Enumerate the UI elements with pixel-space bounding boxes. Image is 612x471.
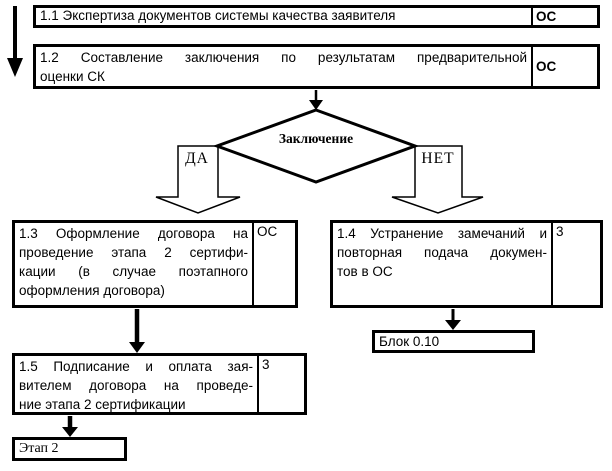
- process-box-1-1-text: 1.1 Экспертиза документов системы качест…: [40, 8, 396, 23]
- process-box-1-5: 1.5 Подписание и оплата зая- вителем дог…: [12, 353, 307, 415]
- no-block-arrow: [391, 145, 484, 214]
- process-box-1-4: 1.4 Устранение замечаний и повторная под…: [330, 220, 603, 308]
- entry-arrow-head: [7, 58, 23, 77]
- process-box-1-4-owner: 3: [551, 223, 600, 305]
- text-line: 1.4 Устранение замечаний и: [337, 226, 547, 241]
- arrow-b15-to-etap2: [62, 416, 78, 437]
- text-line: 1.5 Подписание и оплата зая-: [19, 359, 253, 374]
- process-box-1-5-owner: 3: [257, 356, 304, 412]
- process-box-1-2-owner: ОС: [531, 47, 597, 86]
- text-line: оформления договора): [19, 283, 165, 298]
- text-line: оценки СК: [40, 69, 105, 84]
- arrow-head: [309, 100, 323, 110]
- process-box-1-1-owner: ОС: [531, 8, 597, 25]
- entry-down-arrow: [7, 6, 23, 77]
- yes-block-arrow: [155, 145, 241, 214]
- decision-diamond: [212, 108, 420, 184]
- process-box-1-4-text: 1.4 Устранение замечаний и повторная под…: [333, 223, 551, 305]
- text-line: кации (в случае поэтапного: [19, 264, 248, 279]
- process-box-1-3-text: 1.3 Оформление договора на проведение эт…: [15, 223, 252, 305]
- text-line: 1.3 Оформление договора на: [19, 226, 248, 241]
- text-line: проведение этапа 2 сертифи-: [19, 245, 248, 260]
- text-line: ние этапа 2 сертификации: [19, 397, 186, 412]
- process-box-1-1: 1.1 Экспертиза документов системы качест…: [33, 5, 600, 28]
- arrow-head: [62, 427, 78, 437]
- no-branch-label: НЕТ: [421, 150, 455, 167]
- process-box-1-2: 1.2 Составление заключения по результата…: [33, 44, 600, 89]
- arrow-b13-to-b15: [129, 309, 145, 353]
- text-line: тов в ОС: [337, 264, 393, 279]
- arrow-b14-to-block010: [445, 309, 461, 330]
- arrow-head: [129, 342, 145, 353]
- reference-box-etap-2: Этап 2: [12, 437, 127, 461]
- arrow-b12-to-decision: [309, 90, 323, 110]
- text-line: 1.2 Составление заключения по результата…: [40, 50, 527, 65]
- process-box-1-5-text: 1.5 Подписание и оплата зая- вителем дог…: [15, 356, 257, 412]
- text-line: повторная подача докумен-: [337, 245, 547, 260]
- reference-box-block-0-10: Блок 0.10: [372, 330, 535, 353]
- process-box-1-2-text: 1.2 Составление заключения по результата…: [36, 47, 531, 86]
- yes-branch-label: ДА: [185, 150, 209, 167]
- arrow-head: [445, 320, 461, 330]
- decision-label: Заключение: [278, 131, 354, 146]
- process-box-1-3: 1.3 Оформление договора на проведение эт…: [12, 220, 298, 308]
- process-box-1-3-owner: ОС: [252, 223, 295, 305]
- text-line: вителем договора на проведе-: [19, 378, 253, 393]
